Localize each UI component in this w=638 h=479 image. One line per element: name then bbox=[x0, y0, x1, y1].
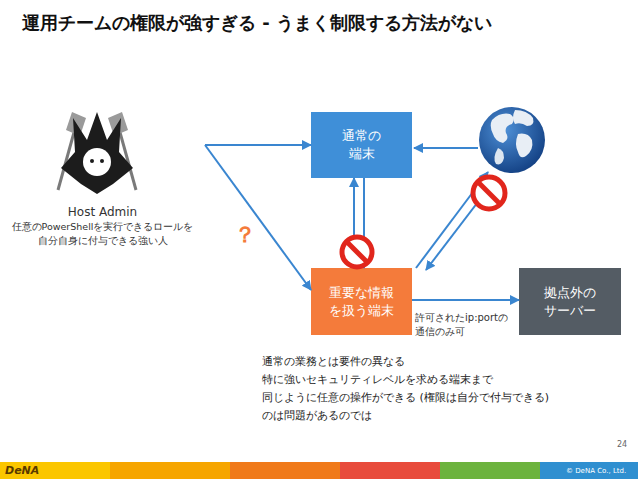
box-label: 拠点外の サーバー bbox=[536, 284, 604, 319]
connector bbox=[412, 299, 519, 301]
box-label: 重要な情報 を扱う端末 bbox=[328, 284, 396, 319]
process-box: 重要な情報 を扱う端末 bbox=[311, 268, 412, 335]
actor-figure: Host Admin任意のPowerShellを実行できるロールを 自分自身に付… bbox=[0, 100, 205, 252]
slide-title: 運用チームの権限が強すぎる - うまく制限する方法がない bbox=[22, 11, 492, 35]
globe-illustration bbox=[479, 107, 545, 173]
box-label: 通常の 端末 bbox=[328, 127, 396, 162]
edge-label: 許可されたip:portの 通信のみ可 bbox=[415, 311, 527, 338]
page-number: 24 bbox=[617, 440, 627, 450]
logo-text: DeNA bbox=[5, 464, 39, 478]
copyright: © DeNA Co., Ltd. bbox=[566, 467, 626, 476]
note-text: 同じように任意の操作ができる (権限は自分で付与できる) bbox=[262, 391, 549, 405]
note-text: のは問題があるのでは bbox=[262, 409, 372, 423]
actor-description: 任意のPowerShellを実行できるロールを 自分自身に付与できる強い人 bbox=[3, 220, 203, 248]
host-admin-illustration bbox=[58, 112, 136, 194]
prohibition-sign bbox=[342, 237, 372, 267]
edge-label: ？ bbox=[234, 220, 256, 250]
process-box: 通常の 端末 bbox=[311, 112, 412, 178]
prohibition-sign bbox=[473, 177, 505, 209]
connector bbox=[205, 144, 311, 146]
actor-name: Host Admin bbox=[68, 205, 137, 221]
process-box: 拠点外の サーバー bbox=[519, 268, 621, 335]
connector bbox=[205, 145, 311, 290]
note-text: 特に強いセキュリティレベルを求める端末まで bbox=[262, 373, 493, 387]
footer-stripes bbox=[0, 462, 638, 479]
note-text: 通常の業務とは要件の異なる bbox=[262, 355, 405, 369]
